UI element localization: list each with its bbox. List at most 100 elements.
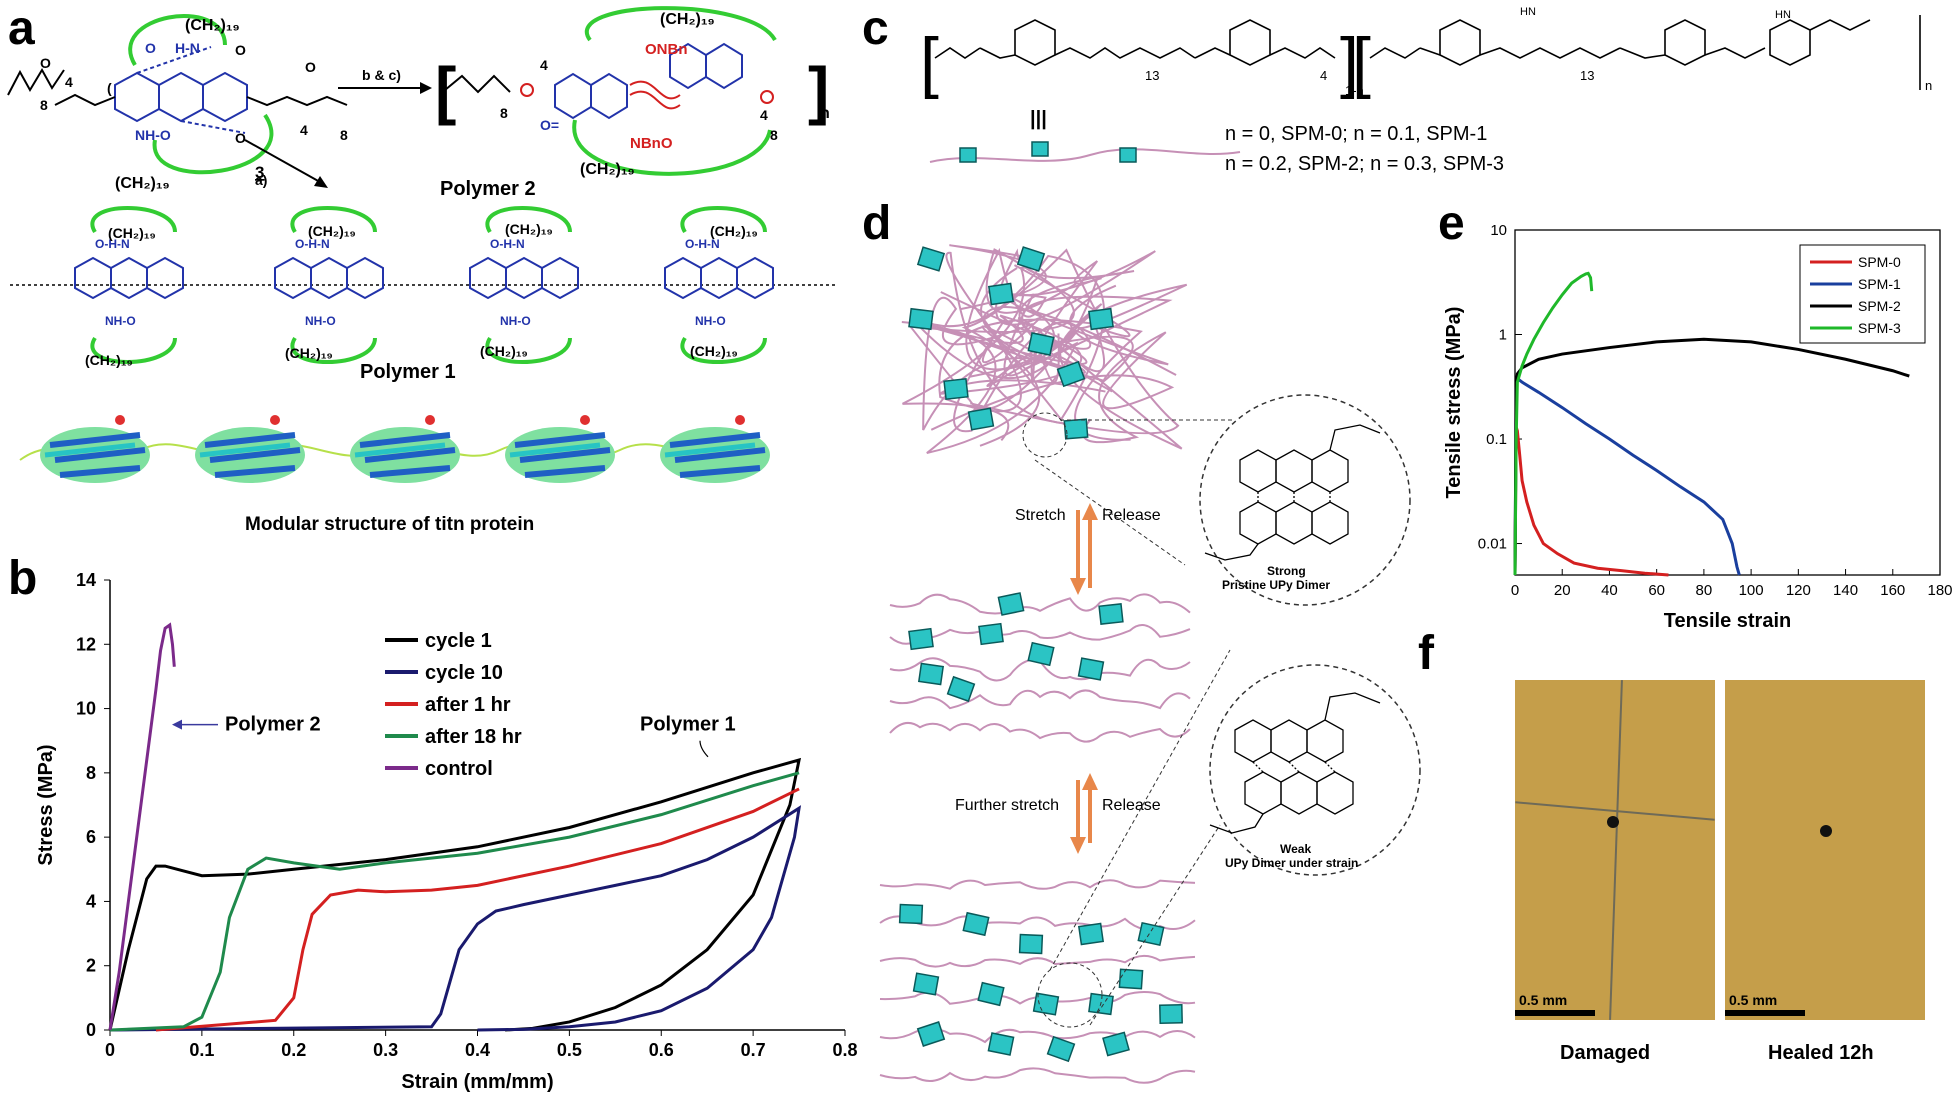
release-label-2: Release	[1102, 797, 1161, 814]
upy-block	[946, 675, 976, 703]
ch2-19-p1-2t: (CH₂)₁₉	[308, 223, 356, 239]
x-tick-label: 0.7	[741, 1040, 766, 1060]
x-tick-label: 60	[1648, 582, 1665, 599]
ch2-19-p1-4t: (CH₂)₁₉	[710, 223, 758, 239]
micrograph-healed: 0.5 mm	[1725, 680, 1925, 1020]
healed-caption: Healed 12h	[1768, 1042, 1874, 1064]
x-tick-label: 40	[1601, 582, 1618, 599]
x-tick-label: 0	[105, 1040, 115, 1060]
annotation-polymer-2: Polymer 2	[225, 714, 321, 736]
spm-schematic-chain	[929, 141, 1241, 163]
spm-repeat-structure	[934, 15, 1921, 90]
ch2-19-p1-4b: (CH₂)₁₉	[690, 343, 738, 359]
panel-letter-d: d	[862, 197, 892, 250]
ch2-19-p1-3t: (CH₂)₁₉	[505, 221, 553, 237]
legend-label: cycle 1	[425, 630, 492, 652]
nbno-label: NBnO	[630, 135, 673, 152]
y-tick-label: 0	[86, 1020, 96, 1040]
strong-label: Strong	[1267, 564, 1306, 578]
upy-block	[1159, 1003, 1183, 1025]
upy-block	[962, 911, 990, 937]
svg-text:8: 8	[500, 105, 508, 121]
scale-bar-healed	[1725, 1010, 1805, 1016]
upy-block	[1016, 246, 1046, 272]
polymer-1-structure: O-H-NNH-O O-H-NNH-O O-H-NNH-O O-H-NNH-O	[10, 206, 835, 368]
panel-letter-b: b	[8, 552, 38, 605]
x-axis-label: Tensile strain	[1664, 610, 1791, 632]
legend-label: after 1 hr	[425, 694, 511, 716]
annotation-polymer-1: Polymer 1	[640, 714, 736, 736]
ch2-19-p1-3b: (CH₂)₁₉	[480, 343, 528, 359]
weak-label: Weak	[1280, 842, 1311, 856]
svg-text:O: O	[235, 130, 246, 146]
series-line-cycle-10	[109, 805, 802, 1032]
spm-sub-1n: 1-n	[1345, 83, 1364, 98]
svg-text:HN: HN	[1775, 9, 1791, 21]
x-tick-label: 0.6	[649, 1040, 674, 1060]
release-label-1: Release	[1102, 507, 1161, 524]
spm-sub-n: n	[1925, 78, 1932, 93]
spm-legend-line1: n = 0, SPM-0; n = 0.1, SPM-1	[1225, 123, 1487, 145]
aligned-chain	[879, 954, 1196, 968]
pristine-dimer-zoom: Strong Pristine UPy Dimer	[1022, 394, 1411, 606]
svg-text:4: 4	[540, 57, 548, 73]
legend-label: after 18 hr	[425, 726, 522, 748]
x-axis-label: Strain (mm/mm)	[401, 1071, 553, 1093]
upy-block	[1027, 332, 1055, 356]
upy-block	[978, 622, 1004, 646]
panel-letter-e: e	[1438, 197, 1465, 250]
polymer-2-label: Polymer 2	[440, 178, 536, 200]
spm-sub-4: 4	[1320, 68, 1327, 83]
onbn-label: ONBn	[645, 41, 688, 58]
svg-text:]: ]	[808, 54, 829, 126]
upy-block	[1077, 657, 1105, 681]
titin-protein-modules	[19, 415, 770, 483]
series-line-SPM-2	[1513, 337, 1910, 576]
y-tick-label: 0.01	[1478, 536, 1507, 553]
x-tick-label: 0.4	[465, 1040, 490, 1060]
polymer-1-label: Polymer 1	[360, 361, 456, 383]
x-tick-label: 100	[1739, 582, 1764, 599]
svg-text:O-H-N: O-H-N	[295, 237, 330, 251]
svg-text:(: (	[107, 80, 112, 96]
further-stretch-label: Further stretch	[955, 797, 1059, 814]
y-tick-label: 10	[76, 699, 96, 719]
upy-block	[1077, 922, 1105, 946]
svg-text:O=: O=	[540, 117, 559, 133]
tangled-chain	[901, 295, 1173, 454]
y-tick-label: 2	[86, 956, 96, 976]
x-tick-label: 160	[1880, 582, 1905, 599]
legend-label: cycle 10	[425, 662, 503, 684]
upy-block	[987, 282, 1015, 306]
arrow-label-a: a)	[255, 172, 267, 188]
x-tick-label: 80	[1696, 582, 1713, 599]
svg-text:8: 8	[40, 97, 48, 113]
legend-label: SPM-2	[1858, 298, 1901, 314]
stretched-chain	[889, 624, 1191, 645]
under-strain-label: UPy Dimer under strain	[1225, 856, 1358, 870]
series-line-SPM-3	[1513, 271, 1594, 576]
ch2-19-bottom-3: (CH₂)₁₉	[115, 175, 170, 192]
upy-block	[943, 378, 969, 400]
upy-blocks	[898, 246, 1183, 1063]
series-line-SPM-0	[1513, 426, 1669, 577]
svg-text:NH-O: NH-O	[105, 314, 136, 328]
upy-block	[908, 627, 934, 651]
y-tick-label: 8	[86, 763, 96, 783]
upy-block	[1098, 603, 1124, 625]
titin-caption: Modular structure of titn protein	[245, 514, 534, 535]
y-tick-label: 1	[1499, 327, 1507, 344]
svg-text:O: O	[235, 42, 246, 58]
series-line-SPM-1	[1513, 375, 1741, 576]
annotation-arrowhead	[172, 719, 182, 730]
annotation-arrow	[699, 740, 709, 758]
y-tick-label: 10	[1490, 222, 1507, 239]
x-tick-label: 0.3	[373, 1040, 398, 1060]
compound-label-3: 3	[255, 163, 264, 182]
legend-label: control	[425, 758, 493, 780]
strained-dimer-zoom: Weak UPy Dimer under strain	[1037, 649, 1421, 1028]
ch2-19-p1-1b: (CH₂)₁₉	[85, 352, 133, 368]
svg-text:NH-O: NH-O	[305, 314, 336, 328]
